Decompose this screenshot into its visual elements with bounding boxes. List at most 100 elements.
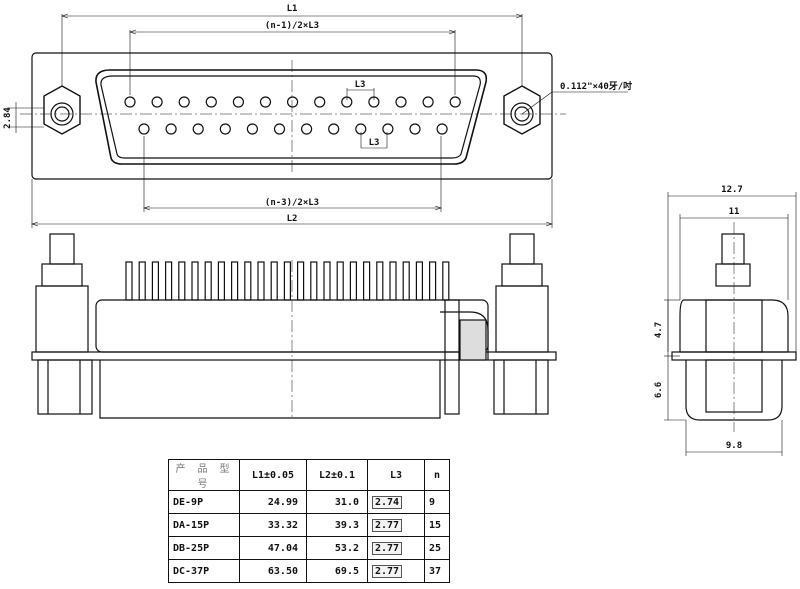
pin-bottom [192,123,204,135]
pin-bottom [382,123,394,135]
label-side-width-outer: 12.7 [721,185,743,195]
right-standoff-body [495,285,549,353]
dim-l3-lower [360,132,388,149]
right-bracket-lower [493,359,549,415]
cell-l2: 31.0 [306,490,368,514]
dim-side-width-inner [679,214,789,300]
pin-bottom [328,123,340,135]
right-hex-nut [503,85,541,135]
pin-bottom [409,123,421,135]
dim-l3-upper [346,88,375,100]
solder-tail [191,261,199,301]
section-detail [440,311,489,360]
end-shell [685,360,783,421]
header-l3: L3 [367,459,425,491]
left-standoff-top [49,233,75,265]
thread-leader [521,91,628,115]
cell-l1: 63.50 [239,559,307,583]
pin-bottom [165,123,177,135]
pin-top [422,96,434,108]
solder-tail [270,261,278,301]
solder-tail [217,261,225,301]
pin-bottom [273,123,286,135]
solder-tail [415,261,423,301]
cell-model: DB-25P [168,536,240,560]
solder-tail [257,261,265,301]
label-side-height-upper: 4.7 [654,322,664,338]
cell-l3: 2.74 [367,490,425,514]
end-view [671,222,797,432]
left-hex-nut [43,85,81,135]
cell-n: 37 [424,559,450,583]
solder-tail [204,261,212,301]
front-view [20,52,566,180]
dim-top-pitch [129,29,456,95]
header-l1: L1±0.05 [239,459,307,491]
right-standoff-nut [501,263,543,287]
label-l3-upper: L3 [355,80,366,90]
solder-tail [151,261,159,301]
solder-tail [178,261,186,301]
solder-tail [323,261,331,301]
cell-model: DE-9P [168,490,240,514]
cell-l2: 53.2 [306,536,368,560]
pin-bottom [138,123,150,135]
section-hatch [459,319,487,361]
pin-top [259,96,272,108]
right-standoff-top [509,233,535,265]
label-l2: L2 [287,214,298,224]
pin-top [124,96,136,108]
solder-tail [363,261,371,301]
label-offset: 2.84 [3,107,13,129]
label-side-height-lower: 6.6 [654,382,664,398]
pin-bottom [219,123,231,135]
cell-l2: 39.3 [306,513,368,537]
elevation-view [31,233,557,420]
label-l3-lower: L3 [369,138,380,148]
left-bracket-lower [37,359,93,415]
header-l2: L2±0.1 [306,459,368,491]
dim-l2 [31,179,553,228]
solder-tail [231,261,239,301]
label-l1: L1 [287,4,298,14]
solder-tail [336,261,344,301]
solder-tail [165,261,173,301]
dim-side-heights [664,299,686,421]
end-standoff-nut [715,263,751,287]
solder-tail [349,261,357,301]
solder-tail [125,261,133,301]
dim-bottom-pitch [143,136,442,212]
cell-l1: 47.04 [239,536,307,560]
left-standoff-body [35,285,89,353]
cell-n: 15 [424,513,450,537]
solder-tail [297,261,305,301]
dim-side-bottom-width [685,420,783,456]
pin-top [151,96,163,108]
cell-l3: 2.77 [367,559,425,583]
section-pin [444,299,460,415]
cell-l3: 2.77 [367,513,425,537]
cell-n: 25 [424,536,450,560]
d-shell-outer [95,69,488,165]
solder-tail [402,261,410,301]
label-side-bottom-width: 9.8 [726,441,742,451]
dim-l1 [61,13,523,86]
label-thread: 0.112"×40牙/吋 [560,80,632,92]
solder-tail [244,261,252,301]
cell-l3: 2.77 [367,536,425,560]
pin-bottom [436,123,448,135]
solder-tail [376,261,384,301]
mating-shell [99,360,441,419]
cell-l1: 33.32 [239,513,307,537]
solder-tail [429,261,437,301]
front-pin-array [124,96,461,135]
cell-l1: 24.99 [239,490,307,514]
label-bottom-pitch: (n-3)/2×L3 [265,198,319,208]
cell-n: 9 [424,490,450,514]
